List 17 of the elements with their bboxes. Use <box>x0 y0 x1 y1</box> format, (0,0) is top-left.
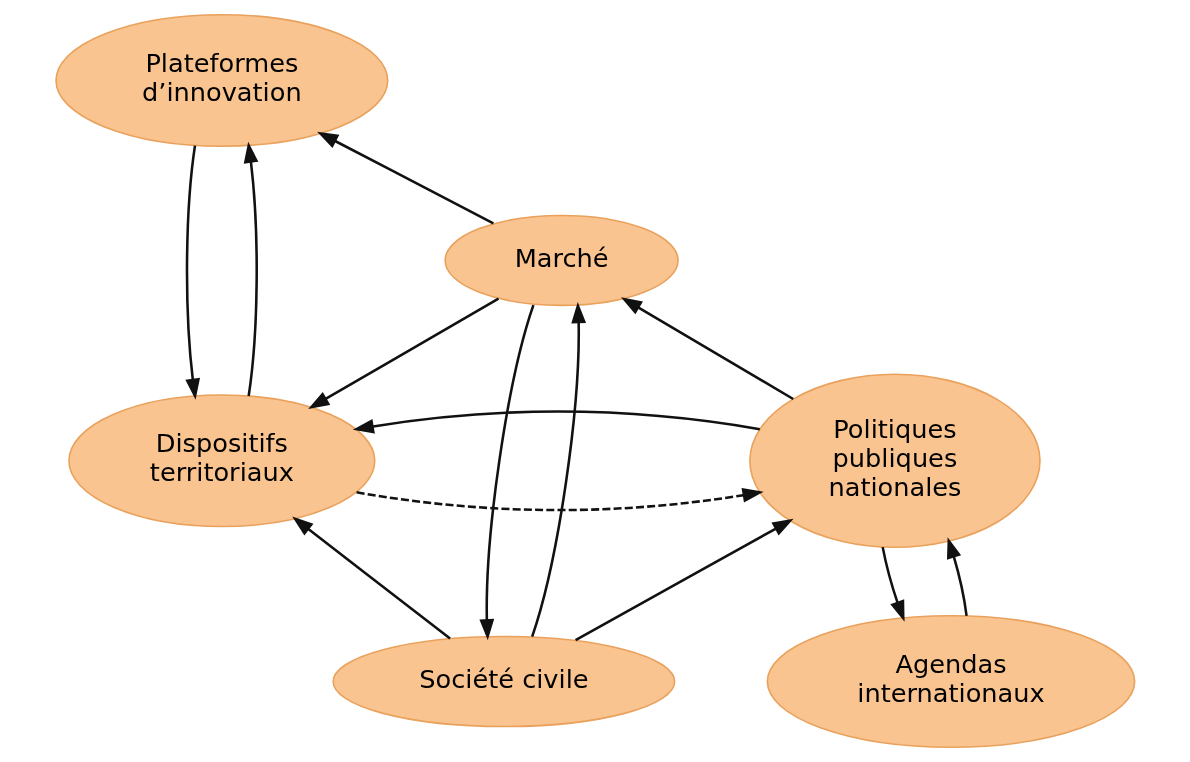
arrow <box>243 141 258 397</box>
arrow <box>946 537 968 616</box>
arrow <box>307 297 499 410</box>
arrow <box>291 516 451 640</box>
arrow <box>574 518 794 642</box>
node-ellipse: Société civile <box>331 635 675 728</box>
arrow <box>478 304 535 641</box>
arrow <box>355 487 764 512</box>
node-ellipse: Marché <box>443 214 679 307</box>
arrow <box>352 410 760 434</box>
arrow <box>530 302 586 637</box>
node-ellipse: Agendas internationaux <box>766 615 1135 749</box>
arrow <box>620 297 794 401</box>
arrow <box>184 145 200 400</box>
arrow <box>880 546 905 622</box>
node-ellipse: Politiques publiques nationales <box>748 373 1041 549</box>
arrow <box>316 131 494 225</box>
